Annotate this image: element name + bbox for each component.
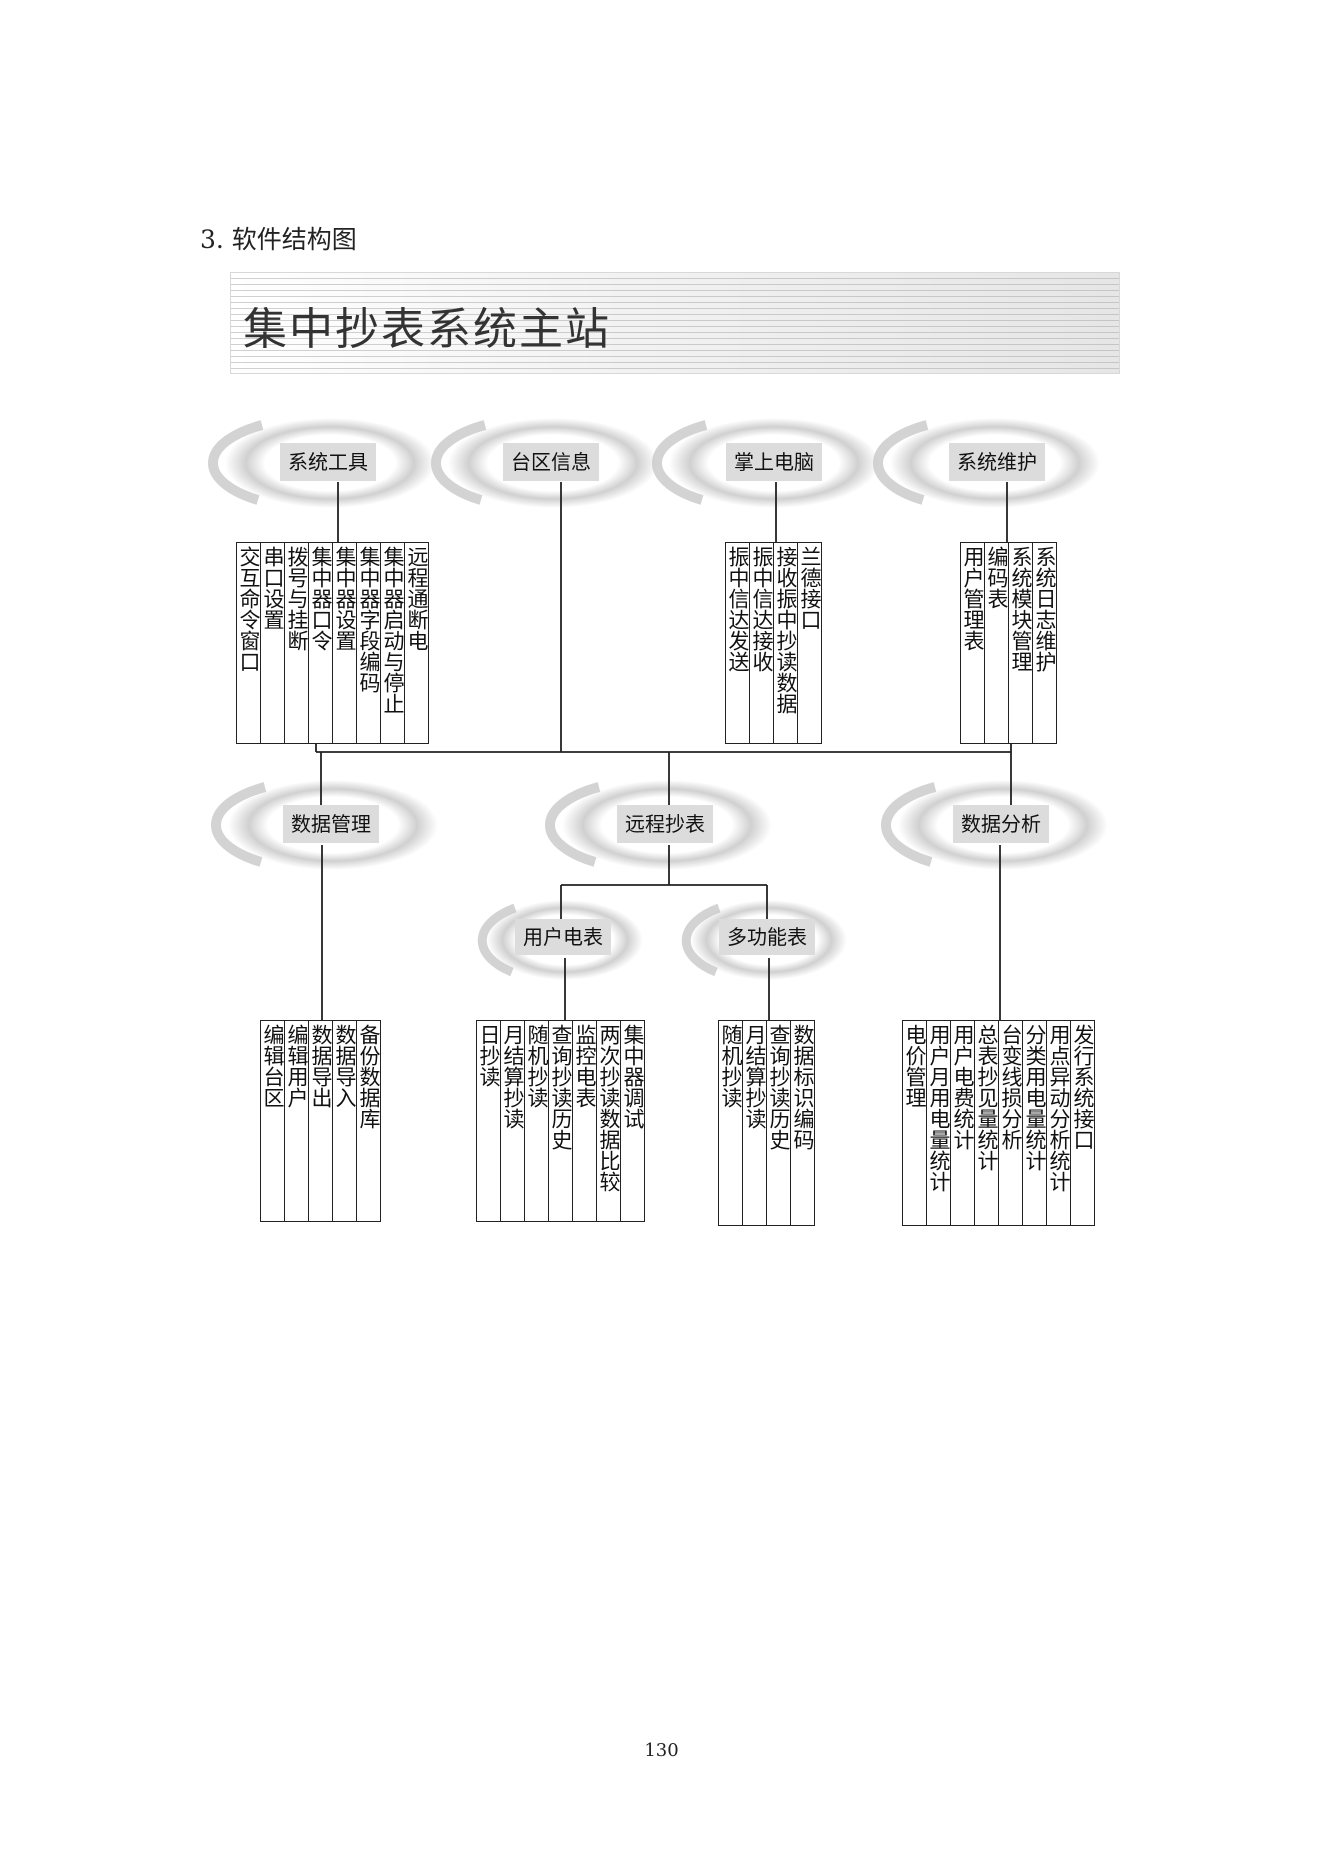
oval-arc-system-maintenance	[873, 420, 929, 505]
section-heading: 3. 软件结构图	[200, 225, 357, 254]
multifunction-meter-items: 随机抄读月结算抄读查询抄读历史数据标识编码	[718, 1020, 815, 1226]
oval-arc-area-info	[431, 420, 487, 505]
item-cell: 兰德接口	[798, 543, 822, 743]
oval-arc-user-meter	[477, 903, 517, 977]
system-tools-items: 交互命令窗口串口设置拨号与挂断集中器口令集中器设置集中器字段编码集中器启动与停止…	[236, 542, 429, 744]
banner-title: 集中抄表系统主站	[243, 304, 611, 355]
node-system-tools: 系统工具	[280, 443, 376, 481]
item-cell: 数据标识编码	[791, 1021, 815, 1225]
item-cell: 两次抄读数据比较	[597, 1021, 621, 1221]
item-cell: 电价管理	[903, 1021, 927, 1225]
item-cell: 随机抄读	[525, 1021, 549, 1221]
oval-arc-remote-reading	[545, 782, 601, 867]
item-cell: 总表抄见量统计	[975, 1021, 999, 1225]
node-system-maintenance: 系统维护	[949, 443, 1045, 481]
item-cell: 振中信达接收	[750, 543, 774, 743]
item-cell: 集中器启动与停止	[381, 543, 405, 743]
item-cell: 集中器设置	[333, 543, 357, 743]
node-handheld-pc: 掌上电脑	[726, 443, 822, 481]
item-cell: 查询抄读历史	[549, 1021, 573, 1221]
oval-arc-system-tools	[208, 420, 264, 505]
item-cell: 月结算抄读	[501, 1021, 525, 1221]
item-cell: 数据导出	[309, 1021, 333, 1221]
item-cell: 集中器字段编码	[357, 543, 381, 743]
item-cell: 编辑台区	[261, 1021, 285, 1221]
item-cell: 用户月用电量统计	[927, 1021, 951, 1225]
item-cell: 分类用电量统计	[1023, 1021, 1047, 1225]
item-cell: 接收振中抄读数据	[774, 543, 798, 743]
title-banner: 集中抄表系统主站	[230, 272, 1120, 374]
item-cell: 串口设置	[261, 543, 285, 743]
connector-lines	[315, 482, 1012, 1020]
item-cell: 查询抄读历史	[767, 1021, 791, 1225]
item-cell: 台变线损分析	[999, 1021, 1023, 1225]
item-cell: 交互命令窗口	[237, 543, 261, 743]
node-data-management: 数据管理	[283, 805, 379, 843]
node-multifunction-meter: 多功能表	[719, 919, 815, 955]
item-cell: 用户电费统计	[951, 1021, 975, 1225]
item-cell: 系统日志维护	[1033, 543, 1057, 743]
page-number: 130	[644, 1740, 679, 1761]
item-cell: 用户管理表	[961, 543, 985, 743]
item-cell: 拨号与挂断	[285, 543, 309, 743]
item-cell: 振中信达发送	[726, 543, 750, 743]
item-cell: 编辑用户	[285, 1021, 309, 1221]
data-analysis-items: 电价管理用户月用电量统计用户电费统计总表抄见量统计台变线损分析分类用电量统计用点…	[902, 1020, 1095, 1226]
item-cell: 集中器调试	[621, 1021, 645, 1221]
item-cell: 编码表	[985, 543, 1009, 743]
system-maintenance-items: 用户管理表编码表系统模块管理系统日志维护	[960, 542, 1057, 744]
handheld-pc-items: 振中信达发送振中信达接收接收振中抄读数据兰德接口	[725, 542, 822, 744]
item-cell: 用点异动分析统计	[1047, 1021, 1071, 1225]
oval-arc-handheld-pc	[652, 420, 708, 505]
item-cell: 监控电表	[573, 1021, 597, 1221]
node-area-info: 台区信息	[503, 443, 599, 481]
item-cell: 备份数据库	[357, 1021, 381, 1221]
item-cell: 日抄读	[477, 1021, 501, 1221]
node-user-meter: 用户电表	[515, 919, 611, 955]
data-management-items: 编辑台区编辑用户数据导出数据导入备份数据库	[260, 1020, 381, 1222]
banner-stripes	[231, 273, 1119, 373]
item-cell: 月结算抄读	[743, 1021, 767, 1225]
node-remote-reading: 远程抄表	[617, 805, 713, 843]
item-cell: 数据导入	[333, 1021, 357, 1221]
item-cell: 随机抄读	[719, 1021, 743, 1225]
item-cell: 系统模块管理	[1009, 543, 1033, 743]
item-cell: 发行系统接口	[1071, 1021, 1095, 1225]
oval-arc-multifunction-meter	[681, 903, 721, 977]
user-meter-items: 日抄读月结算抄读随机抄读查询抄读历史监控电表两次抄读数据比较集中器调试	[476, 1020, 645, 1222]
node-data-analysis: 数据分析	[953, 805, 1049, 843]
item-cell: 集中器口令	[309, 543, 333, 743]
item-cell: 远程通断电	[405, 543, 429, 743]
oval-arc-data-management	[211, 782, 267, 867]
oval-arc-data-analysis	[881, 782, 937, 867]
